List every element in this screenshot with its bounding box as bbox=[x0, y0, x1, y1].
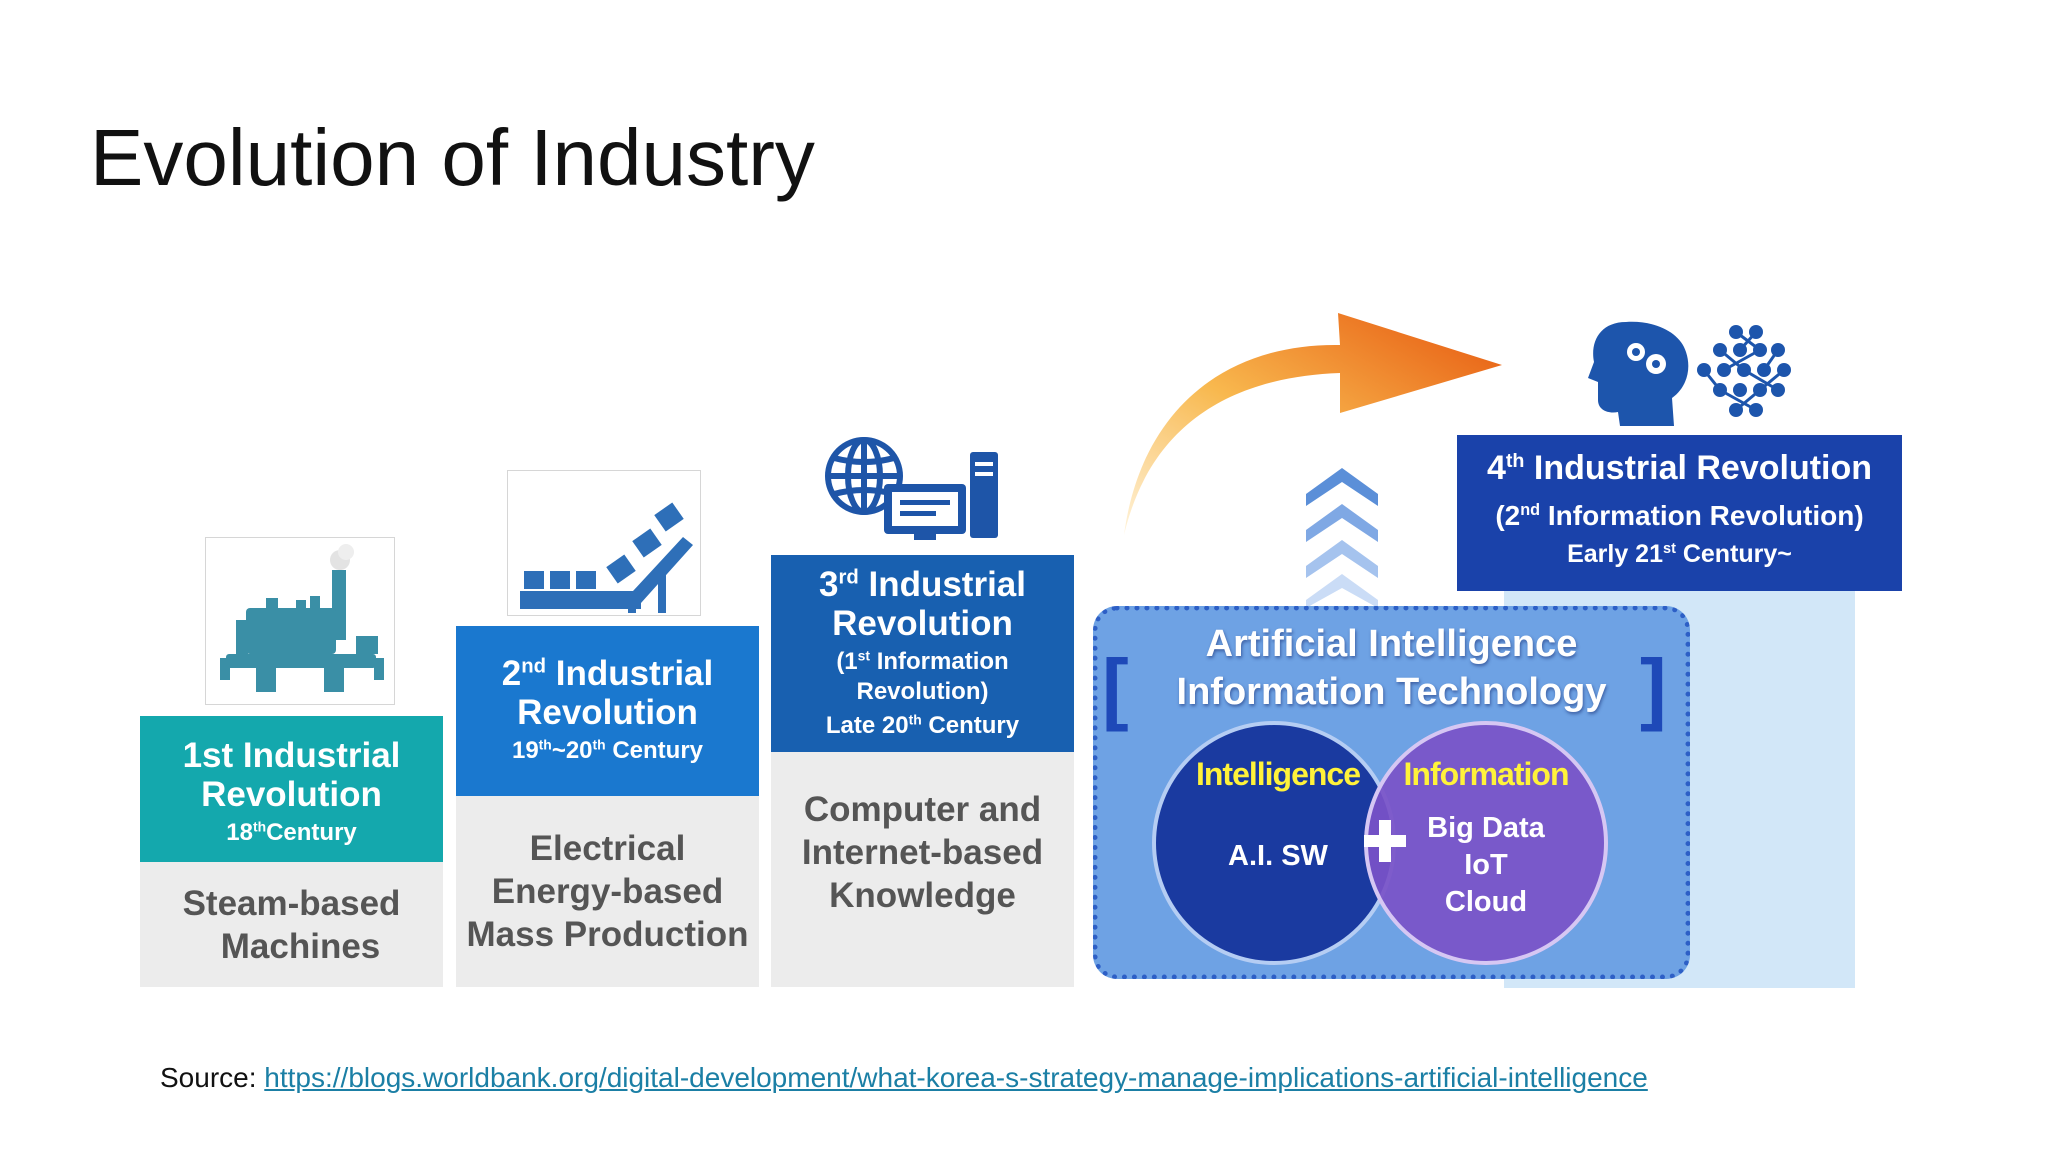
stage3-header: 3rd Industrial Revolution (1st Informati… bbox=[771, 555, 1074, 752]
stage3-title-line1: 3rd Industrial bbox=[819, 565, 1026, 604]
progress-arrow-icon bbox=[1124, 313, 1502, 535]
stage3-title-line2: Revolution bbox=[832, 604, 1013, 643]
conveyor-belt-icon bbox=[520, 502, 693, 613]
stage2-desc-line2: Energy-based bbox=[491, 872, 724, 911]
up-chevrons-icon bbox=[1306, 468, 1378, 608]
venn-circles bbox=[1152, 721, 1608, 965]
ai-head-network-icon bbox=[1588, 321, 1791, 426]
stage1-title-line2: Revolution bbox=[201, 775, 382, 814]
stage4-subtitle: (2nd Information Revolution) bbox=[1495, 500, 1864, 531]
cloud-label: Cloud bbox=[1444, 886, 1528, 918]
stage2-desc-line3: Mass Production bbox=[466, 915, 749, 954]
stage3-date: Late 20th Century bbox=[825, 711, 1020, 739]
stage3-subtitle-line2: Revolution) bbox=[856, 678, 989, 705]
big-data-label: Big Data bbox=[1427, 812, 1545, 844]
steam-engine-icon bbox=[220, 544, 384, 692]
stage2-title-line1: 2nd Industrial bbox=[501, 654, 714, 693]
iot-label: IoT bbox=[1464, 849, 1508, 881]
stage2-title-line2: Revolution bbox=[517, 693, 698, 732]
stage2-desc-line1: Electrical bbox=[529, 829, 686, 868]
stage1-title-line1: 1st Industrial bbox=[182, 736, 401, 775]
stage4-title: 4th Industrial Revolution bbox=[1486, 449, 1873, 487]
ai-title-line1: Artificial Intelligence bbox=[1205, 623, 1578, 665]
stage3-subtitle-line1: (1st Information bbox=[836, 647, 1009, 675]
stage2-header: 2nd Industrial Revolution 19th~20th Cent… bbox=[456, 626, 759, 796]
source-label: Source: bbox=[160, 1062, 265, 1093]
stage3-desc-line1: Computer and bbox=[803, 790, 1042, 829]
globe-computer-icon bbox=[825, 437, 998, 540]
stage4-date: Early 21st Century~ bbox=[1567, 540, 1792, 568]
stage2-icon-box bbox=[507, 470, 701, 616]
source-line: Source: https://blogs.worldbank.org/digi… bbox=[160, 1062, 1648, 1094]
right-bracket: ] bbox=[1640, 643, 1667, 732]
information-label: Information bbox=[1403, 756, 1570, 792]
intelligence-label: Intelligence bbox=[1195, 756, 1361, 792]
stage1-icon-box bbox=[205, 537, 395, 705]
source-link[interactable]: https://blogs.worldbank.org/digital-deve… bbox=[264, 1062, 1648, 1093]
stage1-header: 1st Industrial Revolution 18thCentury bbox=[140, 716, 443, 862]
stage2-date: 19th~20th Century bbox=[511, 736, 704, 764]
stage1-desc-line1: Steam-based bbox=[182, 883, 401, 923]
ai-title-line2: Information Technology bbox=[1176, 671, 1607, 713]
page-title: Evolution of Industry bbox=[90, 113, 815, 202]
stage3-desc-line2: Internet-based bbox=[801, 833, 1044, 872]
stage1-desc-line2: Machines bbox=[220, 926, 381, 966]
ai-sw-label: A.I. SW bbox=[1228, 840, 1328, 872]
plus-icon bbox=[1364, 820, 1406, 862]
left-bracket: [ bbox=[1102, 643, 1129, 732]
stage3-desc-line3: Knowledge bbox=[829, 876, 1016, 915]
stage1-date: 18thCentury bbox=[226, 818, 357, 846]
information-items: Big Data IoT Cloud bbox=[1386, 810, 1586, 921]
stage4-header: 4th Industrial Revolution (2nd Informati… bbox=[1457, 435, 1902, 591]
